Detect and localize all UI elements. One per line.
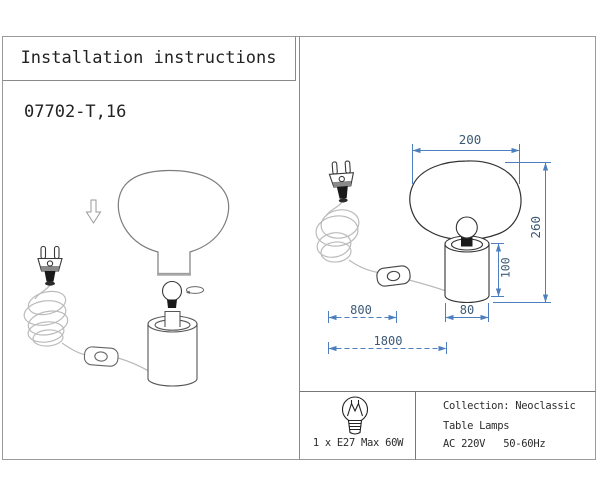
cord-coil-right: [315, 201, 447, 292]
bulb-spec-icon: [341, 396, 369, 435]
inline-switch-left: [83, 346, 119, 367]
dim-cord-section: [328, 311, 397, 323]
dimension-lines: [328, 144, 551, 354]
dim-base-height: [491, 243, 504, 297]
dim-label-cord-total: 1800: [373, 334, 403, 348]
spec-category: Table Lamps: [443, 420, 510, 432]
dim-label-shade-width: 200: [458, 132, 482, 147]
inline-switch-right: [376, 265, 411, 287]
spec-collection: Collection: Neoclassic: [443, 400, 576, 412]
dim-base-width: [445, 303, 489, 322]
lamp-shade-left: [117, 169, 230, 275]
dim-label-total-height: 260: [527, 215, 543, 239]
dim-shade-width: [412, 144, 520, 184]
bulb-spec-text: 1 x E27 Max 60W: [312, 437, 404, 449]
model-number: 07702-T,16: [24, 102, 127, 122]
dimension-panel: [315, 144, 551, 354]
lamp-base-left: [147, 310, 198, 387]
assembly-panel: [23, 169, 230, 387]
spec-power: AC 220V 50-60Hz: [443, 438, 546, 450]
cord-coil-left: [23, 284, 153, 374]
power-plug-left: [37, 245, 63, 286]
dim-label-base-height: 100: [498, 257, 513, 279]
lamp-shade-right: [409, 160, 522, 241]
rotate-hint-icon: [186, 286, 204, 294]
sheet-borders: [2, 36, 596, 460]
bulb-socket-collar: [461, 236, 473, 247]
dim-label-cord-section: 800: [350, 303, 372, 317]
light-bulb-left: [161, 280, 183, 308]
dim-cord-total: [328, 342, 447, 354]
dim-label-base-width: 80: [459, 303, 475, 317]
page-title: Installation instructions: [20, 48, 277, 68]
light-bulb-right: [455, 216, 478, 239]
down-arrow-icon: [85, 199, 102, 224]
power-plug-right: [328, 160, 355, 203]
dim-total-height: [493, 162, 551, 303]
